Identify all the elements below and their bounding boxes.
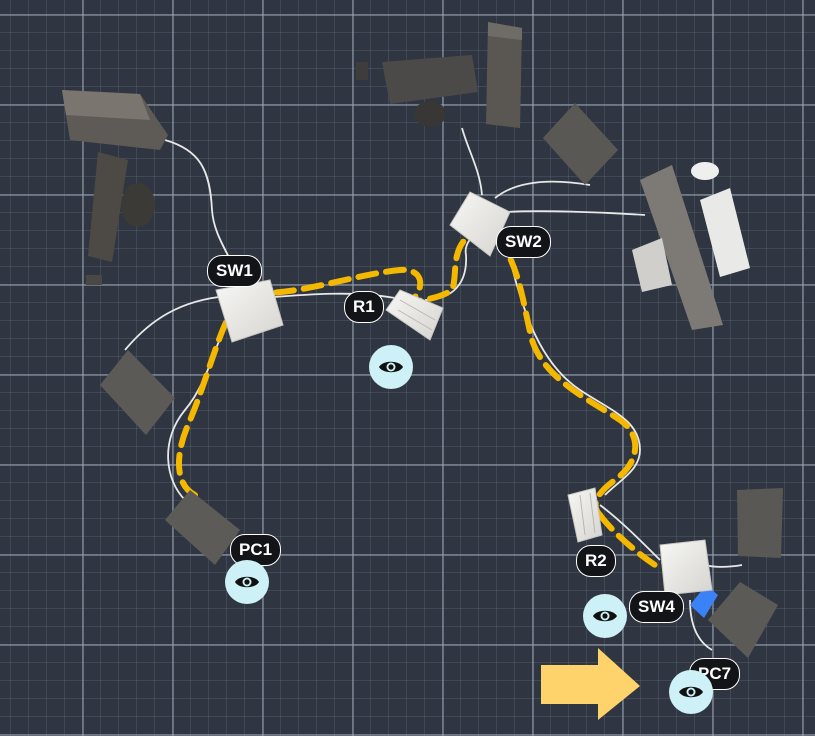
inspect-pc1-button[interactable] <box>225 560 269 604</box>
label-r2: R2 <box>576 545 616 577</box>
label-sw1: SW1 <box>207 255 262 287</box>
monitor-bottom-right <box>737 488 783 558</box>
cable-laptop-left-sw1 <box>124 295 229 351</box>
cable-sw2-r2 <box>504 239 641 496</box>
pc-tower-top-left <box>62 90 168 150</box>
router-r1[interactable] <box>385 289 444 341</box>
monitor-top <box>356 55 478 127</box>
label-r1: R1 <box>344 291 384 323</box>
switch-sw4[interactable] <box>659 539 713 596</box>
cable-monitor-right-sw2 <box>504 210 646 216</box>
cable-r2-sw4 <box>599 504 661 561</box>
eye-icon <box>235 576 259 588</box>
cable-monitor-right-sw4 <box>704 564 743 568</box>
laptop-pc1 <box>165 490 240 565</box>
inspect-pc7-button[interactable] <box>669 670 713 714</box>
laptop-left <box>100 350 175 435</box>
arrow-right-icon <box>541 648 640 720</box>
keyboard-right <box>700 188 750 277</box>
inspect-sw4-button[interactable] <box>583 594 627 638</box>
inspect-r1-button[interactable] <box>369 345 413 389</box>
label-sw4: SW4 <box>629 591 684 623</box>
laptop-top-right <box>543 103 618 185</box>
cable-laptop-top-right-sw2 <box>494 180 591 199</box>
mouse-right <box>691 162 719 180</box>
switch-sw2[interactable] <box>449 191 511 257</box>
cable-r1-sw2 <box>424 231 476 301</box>
laptop-pc7 <box>708 582 778 658</box>
cable-pc-top-sw2 <box>461 127 483 196</box>
pc-tower-top <box>486 22 522 128</box>
blue-device <box>690 585 718 618</box>
eye-icon <box>679 686 703 698</box>
switch-sw1[interactable] <box>215 279 284 343</box>
router-r2[interactable] <box>567 487 603 543</box>
monitor-top-left <box>86 152 155 285</box>
monitor-right <box>632 165 723 330</box>
label-sw2: SW2 <box>496 226 551 258</box>
eye-icon <box>379 361 403 373</box>
eye-icon <box>593 610 617 622</box>
